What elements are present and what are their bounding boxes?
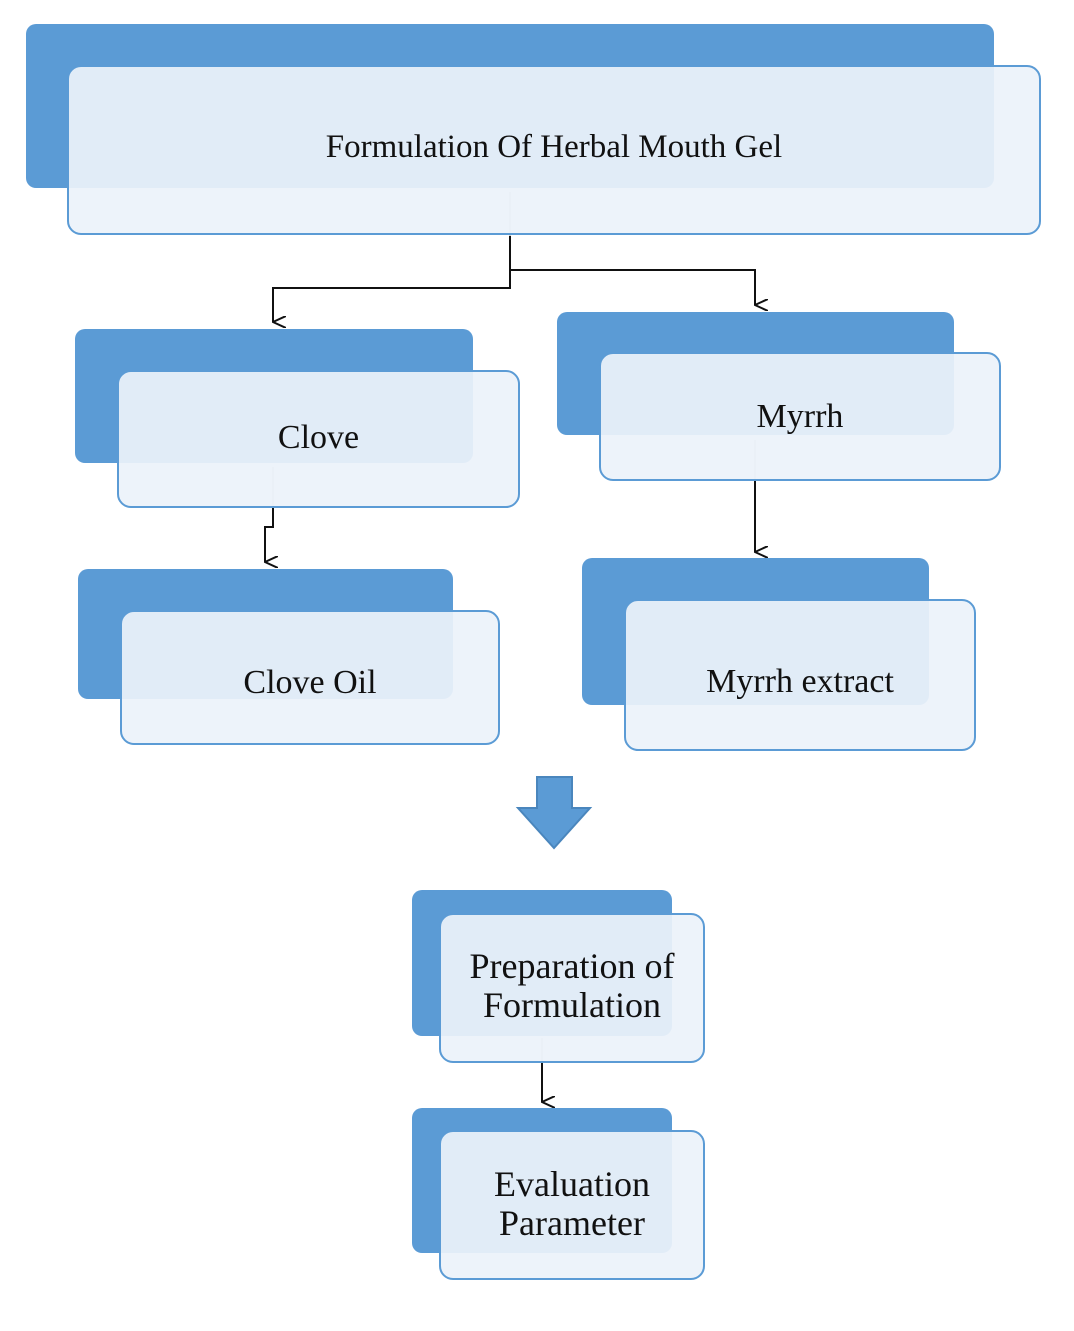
node-box	[439, 913, 705, 1063]
node-label: Evaluation Parameter	[494, 1164, 650, 1243]
node-box	[120, 610, 500, 745]
arrow-root-to-myrrh	[510, 269, 755, 305]
arrow-clove-to-clove-oil	[264, 508, 273, 562]
node-box	[117, 370, 520, 508]
node-label: Clove Oil	[243, 663, 377, 701]
node-box	[67, 65, 1041, 235]
node-box	[624, 599, 976, 751]
node-box	[599, 352, 1001, 481]
node-label: Myrrh extract	[706, 662, 894, 700]
node-label: Preparation of Formulation	[469, 946, 675, 1025]
node-label: Myrrh	[756, 397, 844, 435]
node-label: Formulation Of Herbal Mouth Gel	[325, 129, 783, 166]
node-box	[439, 1130, 705, 1280]
arrow-root-to-clove	[272, 236, 511, 322]
block-arrow-down-icon	[515, 776, 593, 850]
node-label: Clove	[277, 418, 360, 456]
